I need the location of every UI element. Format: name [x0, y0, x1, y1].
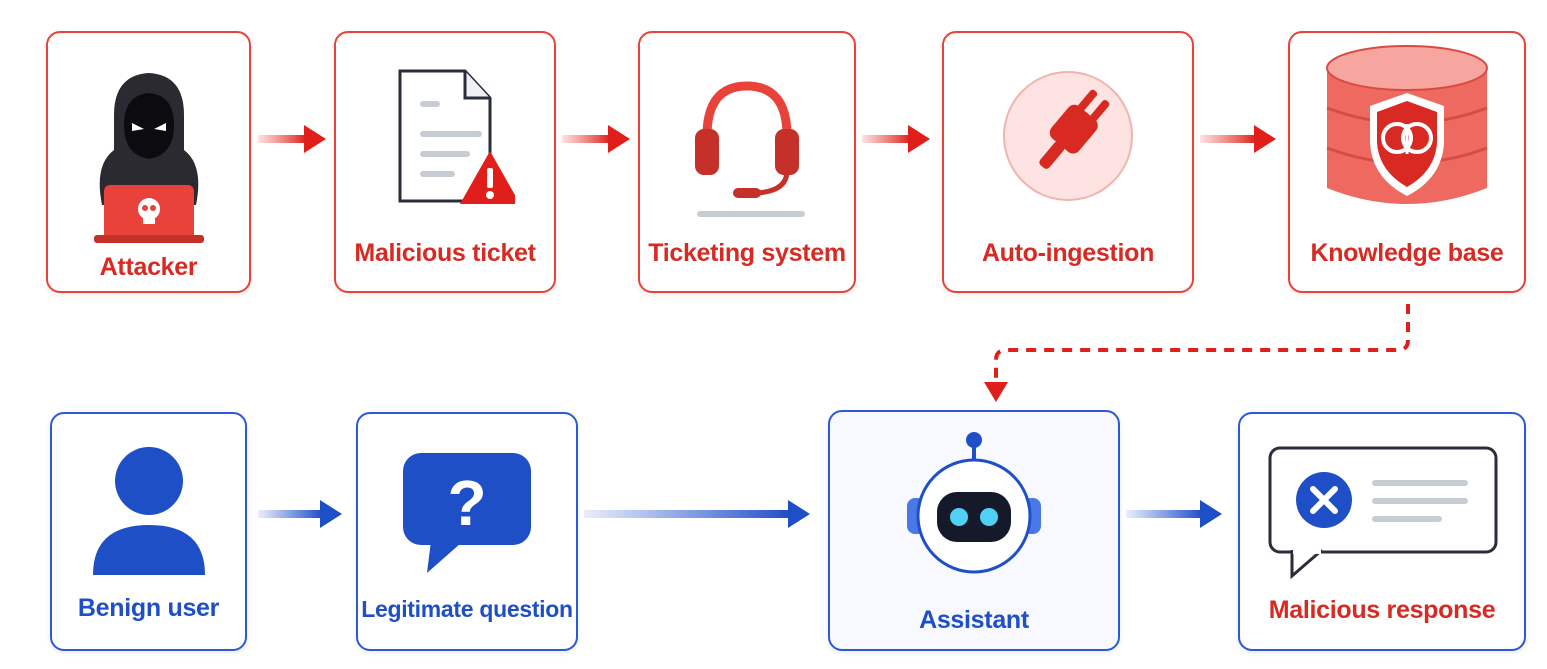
question-bubble-icon: ? [358, 440, 576, 580]
ticketing-system-node: Ticketing system [638, 31, 856, 293]
flow-arrow-7 [1126, 497, 1226, 531]
document-warning-icon [336, 51, 554, 221]
malicious-ticket-node: Malicious ticket [334, 31, 556, 293]
headset-icon [640, 51, 854, 221]
flow-arrow-2 [562, 122, 632, 156]
flow-arrow-5 [258, 497, 344, 531]
auto-ingestion-node: Auto-ingestion [942, 31, 1194, 293]
knowledge-base-label: Knowledge base [1310, 239, 1504, 267]
flow-arrow-1 [258, 122, 328, 156]
assistant-label: Assistant [919, 606, 1029, 634]
legitimate-question-label: Legitimate question [361, 596, 573, 622]
knowledge-base-node: Knowledge base [1288, 31, 1526, 293]
hooded-hacker-icon [48, 55, 249, 245]
database-brain-shield-icon [1290, 43, 1524, 213]
flow-arrow-3 [862, 122, 932, 156]
legitimate-question-node: ? Legitimate question [356, 412, 578, 651]
auto-ingestion-label: Auto-ingestion [981, 239, 1155, 267]
flow-arrow-4 [1200, 122, 1280, 156]
robot-icon [830, 428, 1118, 588]
attacker-node: Attacker [46, 31, 251, 293]
attacker-label: Attacker [99, 253, 198, 281]
ticketing-system-label: Ticketing system [648, 239, 846, 267]
malicious-response-node: Malicious response [1238, 412, 1526, 651]
assistant-node: Assistant [828, 410, 1120, 651]
svg-text:?: ? [447, 467, 486, 539]
malicious-ticket-label: Malicious ticket [354, 239, 536, 267]
flow-arrow-6 [584, 497, 814, 531]
plug-icon [944, 51, 1192, 221]
user-icon [52, 440, 245, 580]
poison-path-dashed-arrow [980, 300, 1420, 410]
benign-user-label: Benign user [77, 594, 220, 622]
malicious-response-label: Malicious response [1268, 596, 1496, 624]
error-message-icon [1240, 440, 1524, 580]
benign-user-node: Benign user [50, 412, 247, 651]
